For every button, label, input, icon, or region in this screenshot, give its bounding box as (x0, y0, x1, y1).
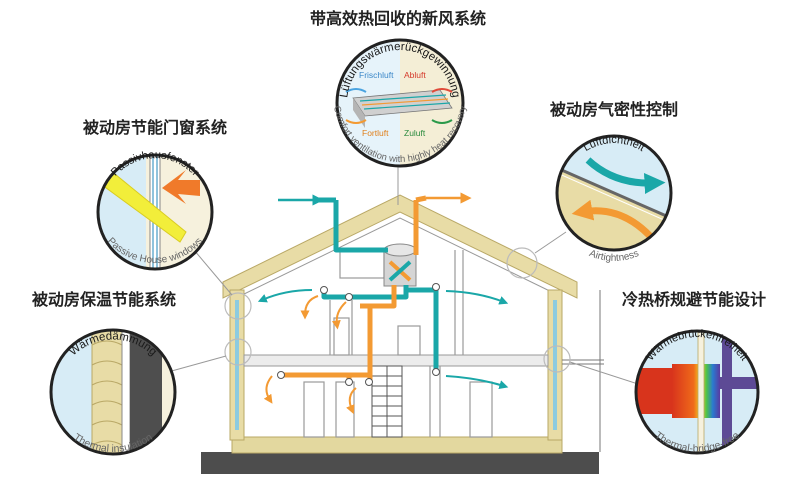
ground-slab (201, 452, 599, 474)
airtightness-arc-en: Airtightness (587, 248, 640, 264)
teal-air-arrow (585, 157, 666, 195)
heading-insulation: 被动房保温节能系统 (32, 290, 176, 309)
heading-windows: 被动房节能门窗系统 (83, 118, 227, 137)
staircase (371, 365, 403, 438)
heat-reflect-arrow (162, 170, 200, 204)
inner-roof-line (239, 217, 561, 297)
interior-walls (303, 249, 493, 438)
detail-markers (224, 247, 571, 373)
house-section (167, 166, 639, 474)
airtightness-detail: Luftdichtheit Airtightness (555, 134, 673, 264)
label-fortluft: Fortluft (362, 128, 389, 138)
foundation (231, 436, 563, 454)
ventilation-detail: Lüftungswärmerückgewinnung Comfort venti… (331, 38, 469, 168)
roof-insulation (222, 194, 578, 299)
right-wall-glass (553, 300, 557, 430)
thermal-bridge-detail: Wärmebrückenfreiheit Thermal-bridge-free (634, 328, 760, 455)
floor-slab (243, 354, 549, 367)
thermal-bridge-detail-ring (634, 329, 760, 455)
label-abluft: Abluft (404, 70, 426, 80)
label-zuluft: Zuluft (404, 128, 426, 138)
heat-recovery-unit (383, 243, 417, 287)
orange-air-arrow (571, 199, 653, 239)
windows-detail: Passivhausfenster Passive House windows (96, 149, 214, 271)
airtightness-detail-ring (555, 134, 673, 252)
windows-detail-ring (96, 153, 214, 271)
air-vents (277, 283, 440, 386)
heading-thermal-bridge: 冷热桥规避节能设计 (622, 290, 766, 309)
label-frischluft: Frischluft (359, 70, 394, 80)
room-airflow-arrows (257, 289, 509, 415)
heading-airtight: 被动房气密性控制 (550, 100, 678, 119)
heading-ventilation: 带高效热回收的新风系统 (310, 9, 486, 28)
leader-lines (167, 166, 639, 385)
heat-exchanger-graphic (345, 88, 453, 128)
ventilation-detail-ring (335, 38, 465, 168)
insulation-detail-ring (49, 328, 177, 456)
insulation-detail: Wärmedämmung Thermal insulation (49, 328, 177, 456)
